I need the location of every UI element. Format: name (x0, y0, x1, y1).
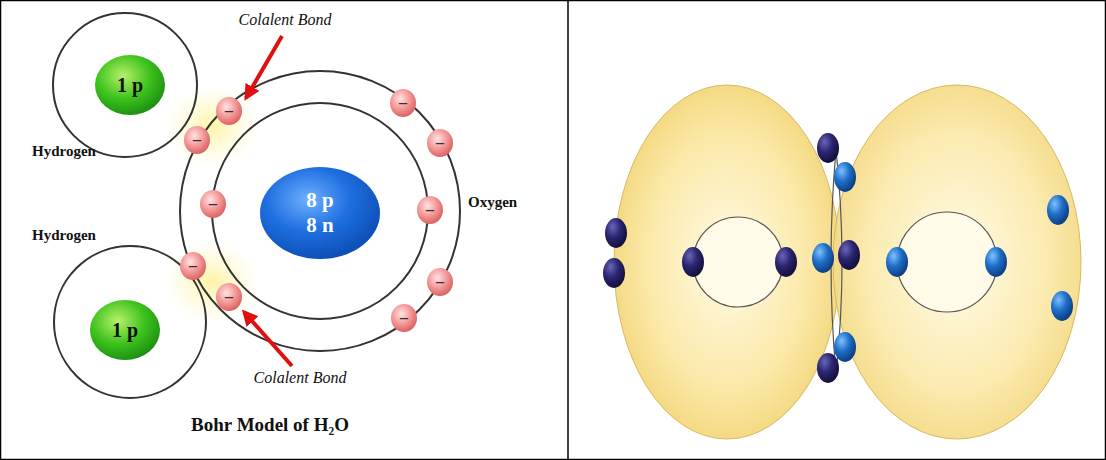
electron: – (184, 126, 210, 154)
electron: – (200, 190, 226, 218)
electron: – (427, 129, 453, 157)
charge-sign: – (399, 94, 407, 112)
atom-label: Hydrogen (32, 227, 96, 244)
callout-label: Colalent Bond (239, 11, 332, 29)
electron: – (417, 196, 443, 224)
charge-sign: – (225, 288, 233, 306)
charge-sign: – (426, 201, 434, 219)
charge-sign: – (189, 257, 197, 275)
charge-sign: – (209, 195, 217, 213)
charge-sign: – (193, 131, 201, 149)
charge-sign: – (436, 273, 444, 291)
nucleus-text: 1 p (117, 74, 143, 97)
nucleus-text: 8 n (306, 213, 333, 238)
callout-label: Colalent Bond (254, 369, 347, 387)
charge-sign: – (225, 102, 233, 120)
electron: – (391, 304, 417, 332)
atom-label: Oxygen (468, 194, 517, 211)
electron: – (216, 283, 242, 311)
oxygen-nucleus: 8 p8 n (260, 167, 380, 259)
charge-sign: – (400, 309, 408, 327)
nucleus-text: 1 p (112, 319, 138, 342)
electron: – (390, 89, 416, 117)
electron: – (216, 97, 242, 125)
nucleus-text: 8 p (306, 188, 333, 213)
caption: Bohr Model of H₂O (191, 414, 349, 436)
atom-label: Hydrogen (32, 143, 96, 160)
charge-sign: – (436, 134, 444, 152)
electron: – (427, 268, 453, 296)
hydrogen-nucleus: 1 p (95, 55, 165, 115)
hydrogen-nucleus: 1 p (90, 300, 160, 360)
electron: – (180, 252, 206, 280)
